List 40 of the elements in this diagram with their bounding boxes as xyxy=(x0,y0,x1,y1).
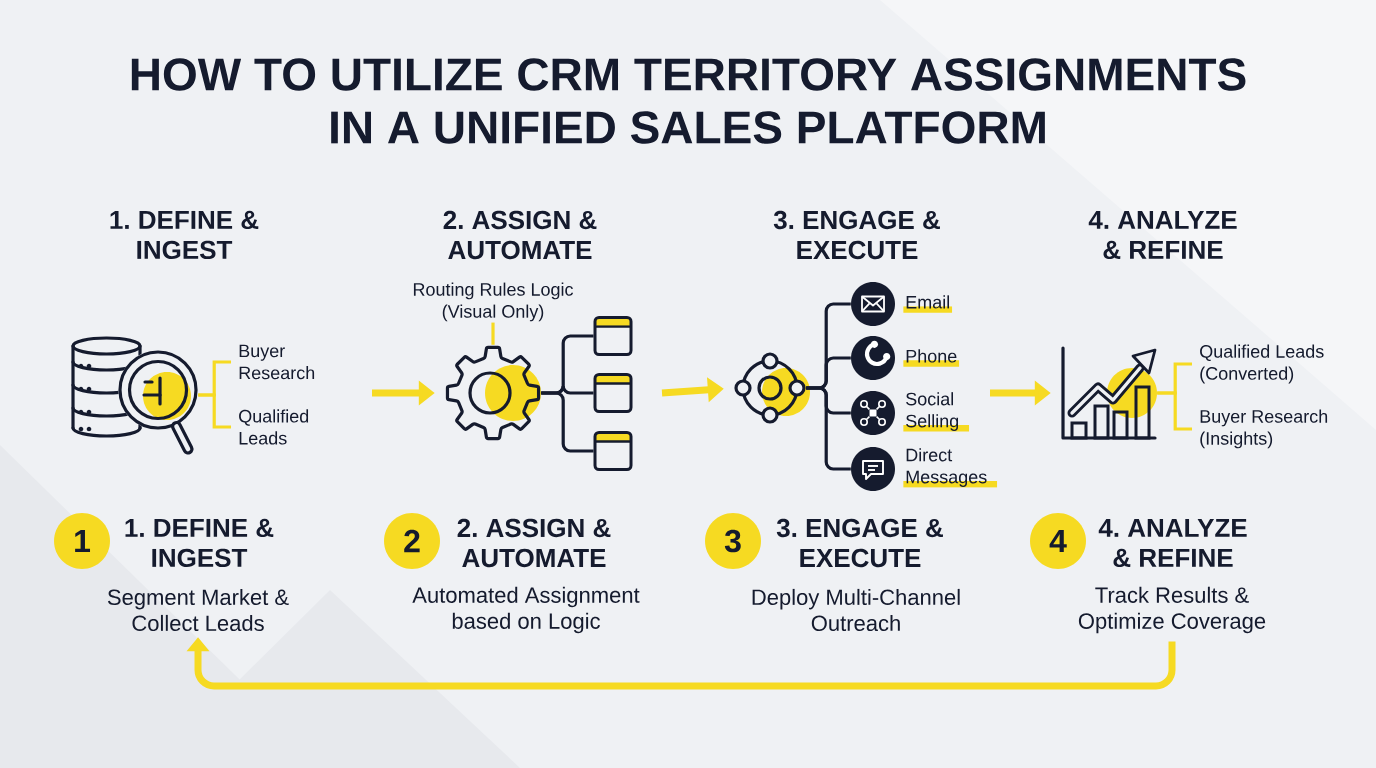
annotation-text: Routing Rules Logic (Visual Only) xyxy=(413,282,574,322)
step-heading: 3. ENGAGE & EXECUTE xyxy=(773,210,940,260)
network-icon xyxy=(851,391,895,435)
bracket-line xyxy=(1157,391,1192,431)
step-description: Track Results & Optimize Coverage xyxy=(1078,586,1266,634)
number-badge: 3 xyxy=(705,513,761,569)
step-description: Deploy Multi-Channel Outreach xyxy=(752,588,960,632)
hub-icon xyxy=(734,352,810,424)
step-heading: 4. ANALYZE & REFINE xyxy=(1088,210,1237,260)
connector-line xyxy=(806,386,851,471)
database-search-icon xyxy=(71,336,198,455)
item-label: Qualified Leads (Converted) xyxy=(1200,344,1324,384)
title: HOW TO UTILIZE CRM TERRITORY ASSIGNMENTS IN A UNIFIED SALES PLATFORM xyxy=(131,58,1246,144)
step-description: Automated Assignment based on Logic xyxy=(412,586,640,634)
window-icon xyxy=(593,316,633,356)
step-heading: 3. ENGAGE & EXECUTE xyxy=(776,518,943,568)
leader-line xyxy=(491,322,495,345)
step-heading: 2. ASSIGN & AUTOMATE xyxy=(443,210,597,260)
step-heading: 1. DEFINE & INGEST xyxy=(125,518,274,568)
bracket-line xyxy=(198,393,231,429)
item-label: Qualified Leads xyxy=(239,409,309,445)
window-icon xyxy=(593,431,633,471)
step-heading: 1. DEFINE & INGEST xyxy=(110,210,259,260)
number-badge: 4 xyxy=(1030,513,1086,569)
step-description: Segment Market & Collect Leads xyxy=(107,588,289,632)
item-label: Buyer Research (Insights) xyxy=(1200,409,1328,449)
bar-chart-icon xyxy=(1061,346,1157,440)
channel-label: Email xyxy=(903,293,953,315)
window-icon xyxy=(593,373,633,413)
item-label: Buyer Research xyxy=(239,344,315,380)
channel-label: Phone xyxy=(903,347,960,369)
chat-icon xyxy=(851,447,895,491)
step-heading: 2. ASSIGN & AUTOMATE xyxy=(457,518,611,568)
phone-icon xyxy=(851,336,895,380)
connector-line xyxy=(541,391,594,453)
number-badge: 2 xyxy=(384,513,440,569)
email-icon xyxy=(851,282,895,326)
gear-icon xyxy=(445,345,541,441)
step-heading: 4. ANALYZE & REFINE xyxy=(1098,518,1247,568)
number-badge: 1 xyxy=(54,513,110,569)
